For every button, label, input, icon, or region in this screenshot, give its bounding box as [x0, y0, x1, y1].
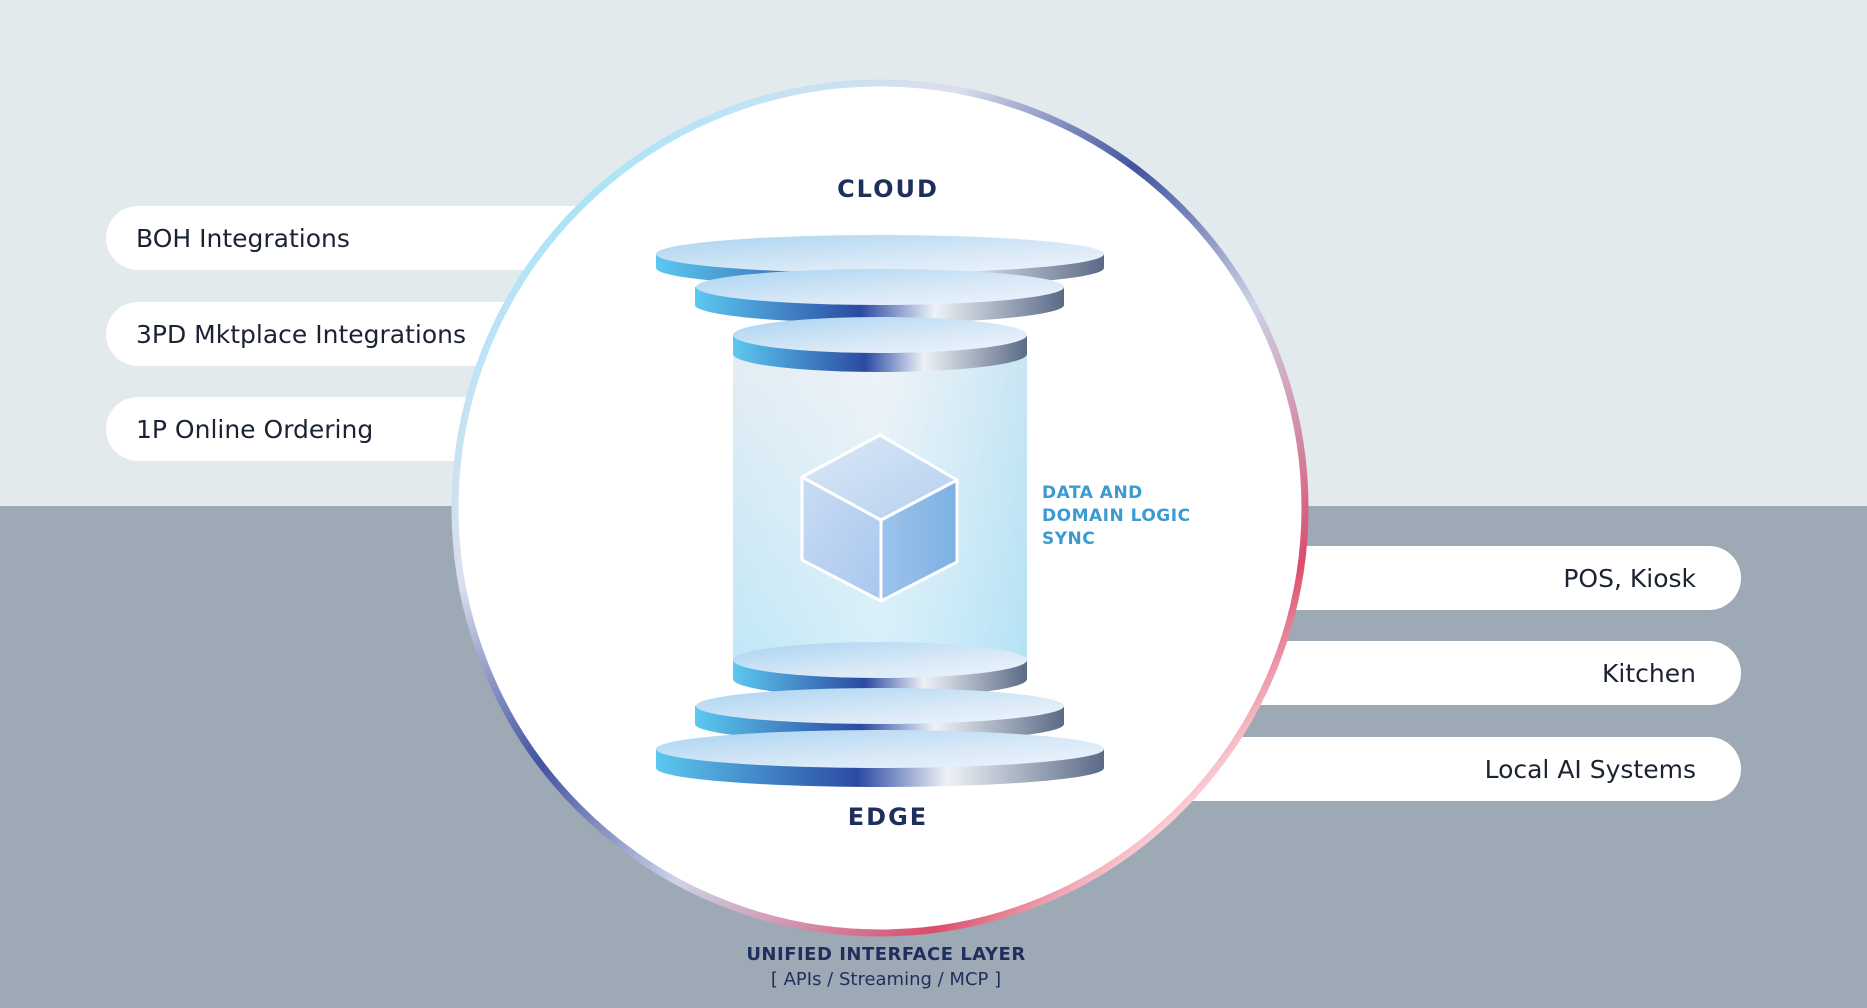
pill-label: POS, Kiosk — [1563, 563, 1696, 593]
pill-local-ai-systems: Local AI Systems — [1121, 737, 1741, 801]
edge-disc-stack — [656, 642, 1104, 787]
sync-label-line-2: DOMAIN LOGIC — [1042, 506, 1191, 526]
cloud-label: CLOUD — [837, 175, 939, 203]
cube-icon — [800, 433, 959, 603]
pill-label: 3PD Mktplace Integrations — [136, 319, 467, 349]
pill-label: 1P Online Ordering — [136, 414, 374, 444]
unified-interface-layer-title: UNIFIED INTERFACE LAYER — [746, 944, 1026, 965]
pill-label: Local AI Systems — [1484, 754, 1696, 784]
sync-label: DATA AND DOMAIN LOGIC SYNC — [1042, 482, 1262, 551]
pill-label: Kitchen — [1602, 658, 1696, 688]
unified-interface-layer-subtitle: [ APIs / Streaming / MCP ] — [770, 969, 1002, 990]
cloud-disc-stack — [656, 235, 1104, 372]
edge-label: EDGE — [847, 803, 929, 831]
sync-label-line-3: SYNC — [1042, 529, 1096, 549]
circle-ring-accent — [451, 79, 1309, 937]
pill-label: BOH Integrations — [136, 223, 350, 253]
sync-label-line-1: DATA AND — [1042, 483, 1143, 503]
